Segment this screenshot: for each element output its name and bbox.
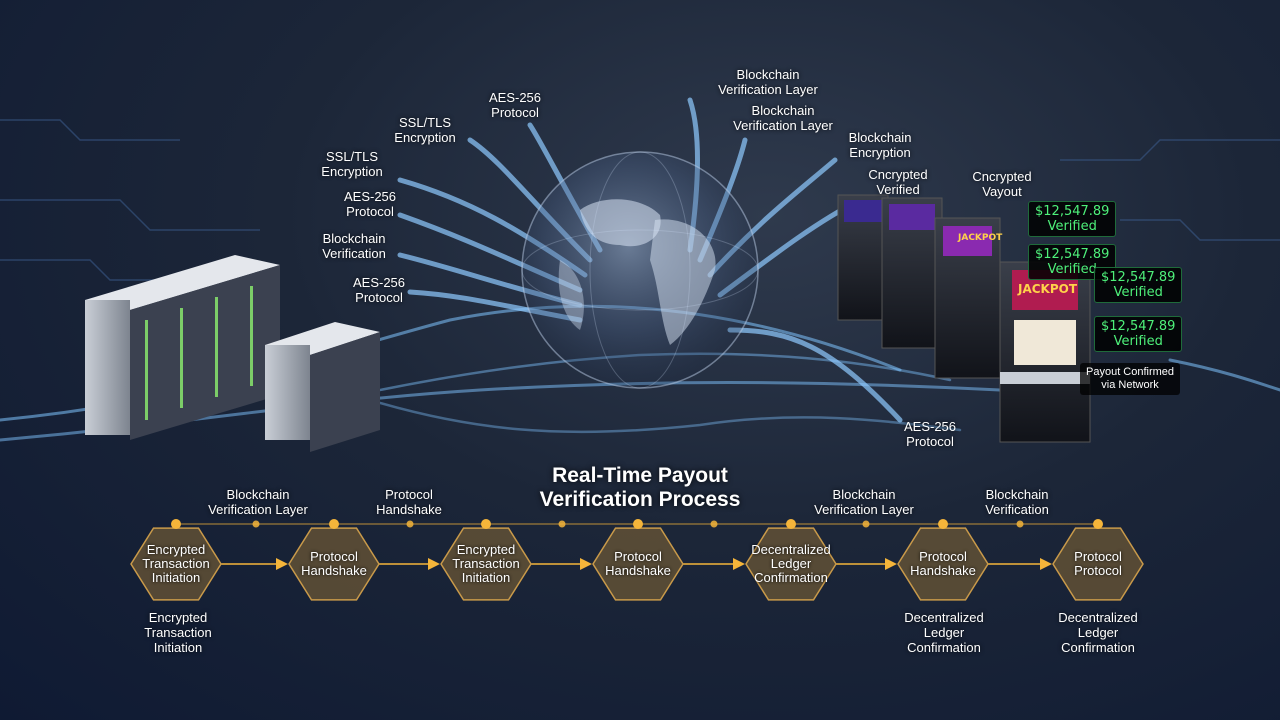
chain-node xyxy=(938,519,948,529)
chain-node xyxy=(481,519,491,529)
process-step-hexagon xyxy=(592,527,684,601)
chain-node xyxy=(252,520,260,528)
slot-machines xyxy=(837,194,1091,443)
process-step-hexagon xyxy=(897,527,989,601)
chain-node xyxy=(1016,520,1024,528)
process-step-hexagon xyxy=(440,527,532,601)
server-racks xyxy=(85,255,380,452)
process-step-hexagon xyxy=(1052,527,1144,601)
chain-node xyxy=(329,519,339,529)
process-step-hexagon xyxy=(130,527,222,601)
globe xyxy=(521,151,759,389)
chain-node xyxy=(558,520,566,528)
chain-node xyxy=(1093,519,1103,529)
chain-node xyxy=(171,519,181,529)
chain-node xyxy=(862,520,870,528)
slot-sign: JACKPOT xyxy=(1018,282,1078,296)
chain-node xyxy=(786,519,796,529)
chain-node xyxy=(710,520,718,528)
process-step-hexagon xyxy=(745,527,837,601)
chain-node xyxy=(406,520,414,528)
process-step-hexagon xyxy=(288,527,380,601)
slot-sign: JACKPOT xyxy=(958,233,1003,243)
chain-node xyxy=(633,519,643,529)
